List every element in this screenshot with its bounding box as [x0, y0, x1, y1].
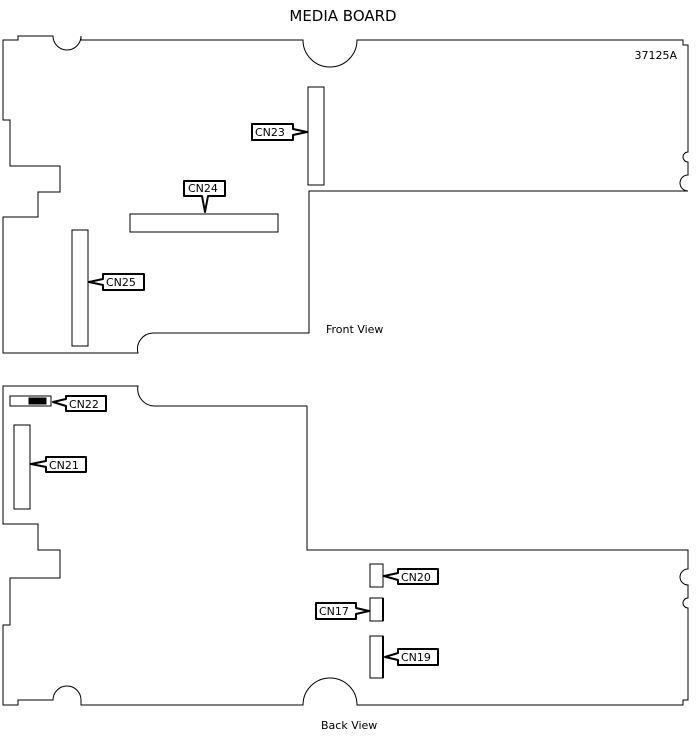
- cn25-connector: [71, 229, 89, 347]
- cn19-callout: [384, 648, 439, 666]
- cn22-connector-body: [28, 397, 47, 405]
- front-view-caption: Front View: [326, 323, 383, 336]
- cn24-callout: [183, 180, 226, 213]
- cn20-connector: [369, 563, 384, 588]
- cn23-callout: [251, 123, 308, 141]
- cn21-label: CN21: [49, 459, 79, 472]
- part-number: 37125A: [634, 49, 677, 62]
- cn23-connector: [307, 86, 325, 186]
- cn17-callout: [315, 602, 370, 620]
- cn24-connector: [129, 213, 279, 233]
- cn21-callout: [30, 456, 87, 473]
- cn25-label: CN25: [106, 276, 136, 289]
- cn17-connector: [369, 597, 384, 622]
- cn19-label: CN19: [401, 651, 431, 664]
- cn21-connector: [13, 424, 31, 510]
- diagram-title: MEDIA BOARD: [289, 7, 396, 25]
- cn19-connector: [369, 635, 384, 679]
- back-board-outline: [2, 385, 689, 706]
- cn20-label: CN20: [401, 571, 431, 584]
- cn20-callout: [383, 568, 439, 585]
- cn24-label: CN24: [188, 182, 218, 195]
- cn17-label: CN17: [319, 605, 349, 618]
- cn22-callout: [52, 395, 107, 412]
- cn25-callout: [88, 273, 145, 291]
- front-board-outline: [2, 35, 689, 354]
- cn22-label: CN22: [69, 398, 99, 411]
- cn23-label: CN23: [255, 126, 285, 139]
- back-view-caption: Back View: [321, 719, 377, 732]
